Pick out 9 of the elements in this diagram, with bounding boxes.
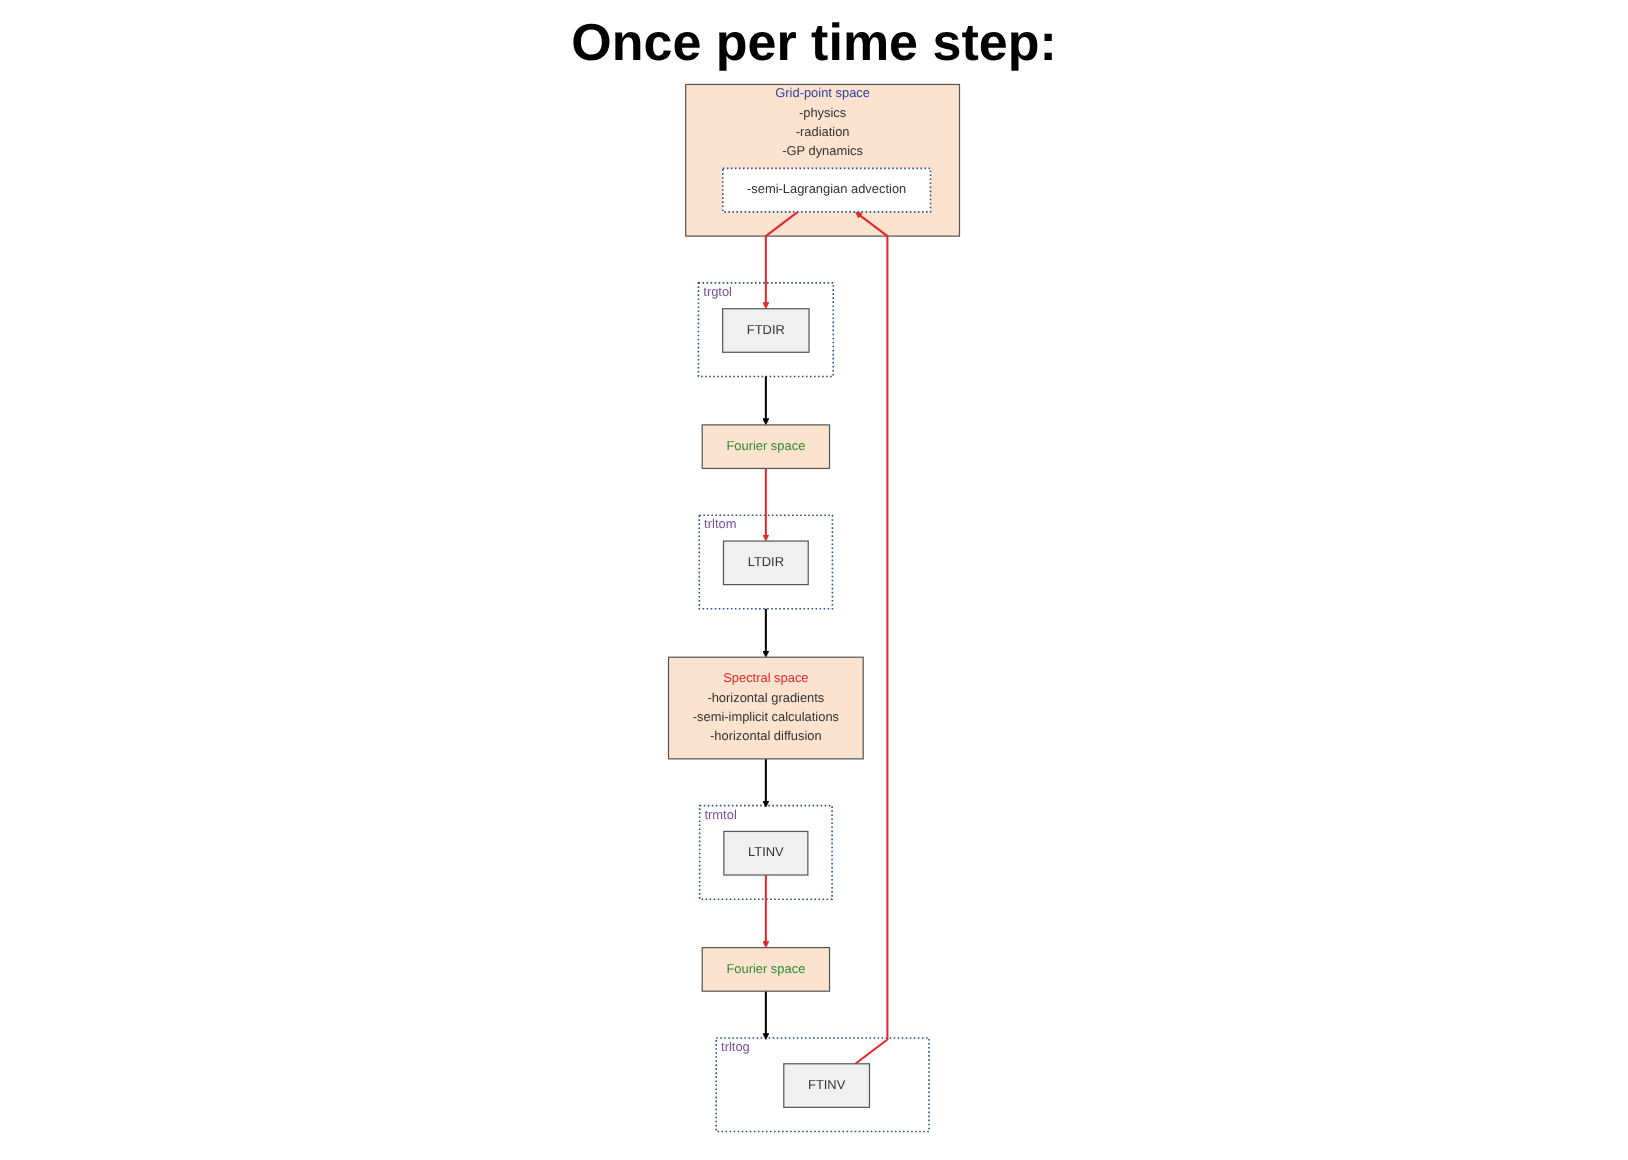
- arrow: [762, 468, 770, 542]
- diagram-title: Once per time step:: [569, 12, 1059, 74]
- arrow: [762, 875, 770, 948]
- arrow: [762, 608, 770, 658]
- arrow: [762, 376, 770, 426]
- arrow: [854, 211, 889, 1065]
- arrow: [762, 211, 799, 310]
- arrow: [762, 991, 770, 1040]
- arrow: [762, 758, 770, 808]
